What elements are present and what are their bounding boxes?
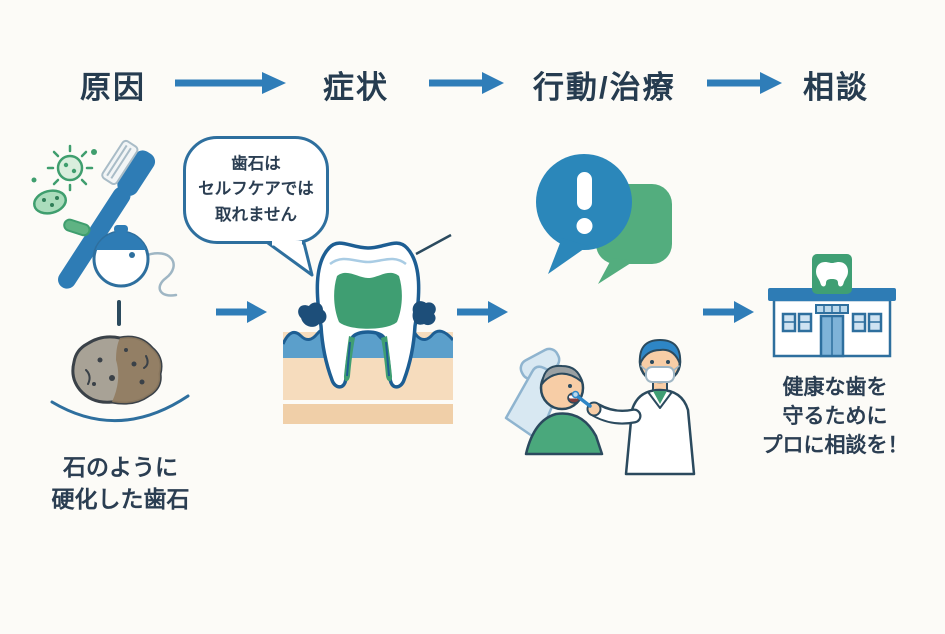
arrow-right-icon	[429, 72, 504, 94]
bacteria-icon	[31, 144, 97, 237]
arrow-right-icon	[703, 301, 754, 323]
cause-caption-line1: 石のように	[63, 454, 178, 480]
speech-bubble-line3: 取れません	[214, 205, 297, 224]
step-label-cause: 原因	[80, 70, 146, 105]
tooth-sign-icon	[816, 262, 848, 287]
clinic-icon	[768, 254, 896, 358]
arrow-right-icon	[457, 301, 508, 323]
speech-bubble-line1: 歯石は	[231, 154, 281, 173]
cause-caption: 石のように 硬化した歯石	[18, 452, 223, 515]
tooth-cross-section-icon	[283, 233, 453, 424]
step-label-action: 行動/治療	[533, 70, 676, 105]
tartar-rock-icon	[50, 335, 190, 423]
arrow-right-icon	[707, 72, 782, 94]
consult-caption-line3: プロに相談を！	[761, 433, 909, 457]
speech-bubble-tail	[266, 241, 314, 277]
consult-caption: 健康な歯を 守るために プロに相談を！	[750, 374, 920, 461]
consult-caption-line1: 健康な歯を	[782, 376, 888, 399]
floss-icon	[92, 225, 178, 297]
dentist-patient-icon	[504, 339, 696, 476]
cause-caption-line2: 硬化した歯石	[51, 485, 190, 512]
toothbrush-icon	[58, 139, 156, 289]
step-label-consult: 相談	[803, 70, 869, 105]
consult-caption-line2: 守るために	[782, 404, 888, 428]
oral-care-tools-illustration	[31, 139, 178, 297]
arrow-right-icon	[216, 301, 267, 323]
speech-bubble: 歯石は セルフケアでは 取れません	[183, 136, 329, 244]
arrow-right-icon	[175, 72, 286, 94]
speech-bubble-line2: セルフケアでは	[198, 180, 314, 199]
connector-line	[117, 300, 121, 326]
step-label-symptom: 症状	[323, 70, 389, 105]
exclamation-bubble-icon	[536, 154, 672, 284]
